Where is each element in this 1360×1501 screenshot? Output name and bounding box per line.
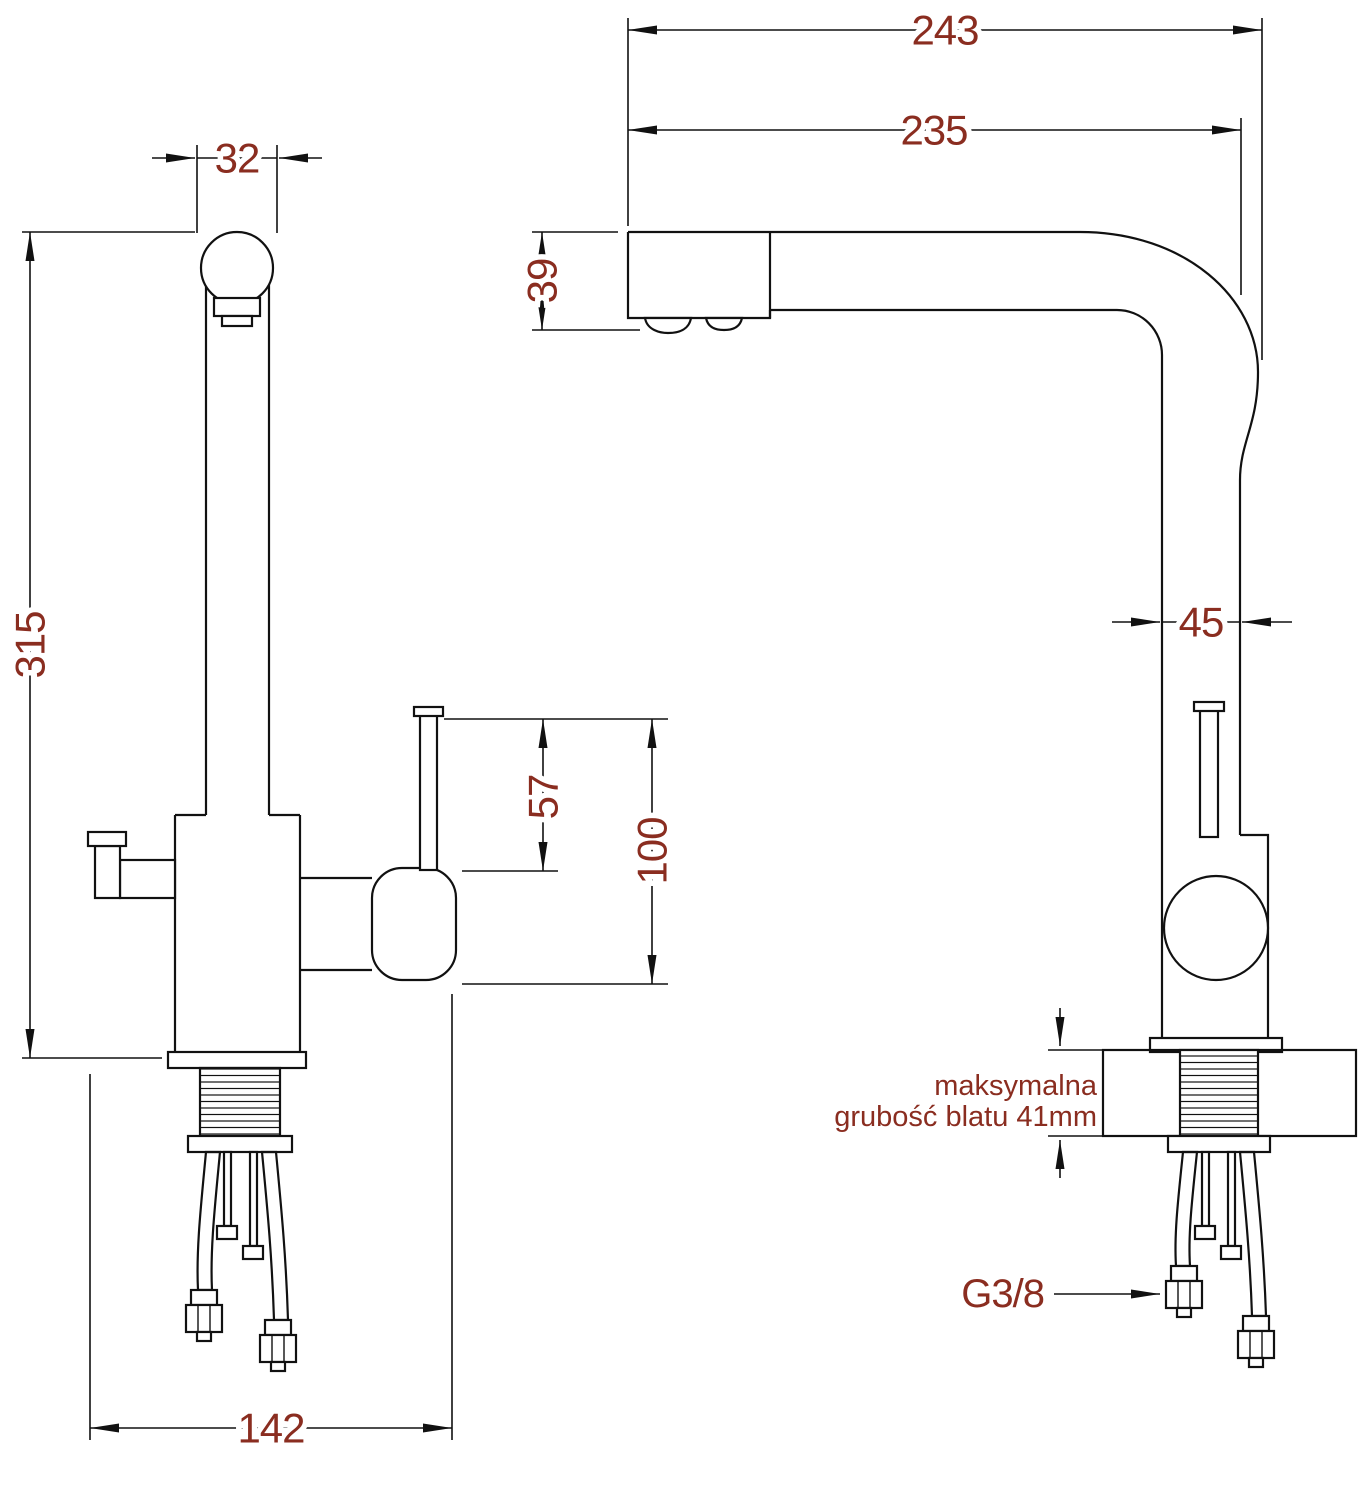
aerator-bump [704, 316, 744, 332]
aerator-tip [220, 314, 254, 328]
side-hoses [1164, 1150, 1276, 1369]
counter-note-line2: grubość blatu 41mm [834, 1101, 1097, 1133]
base-flange [166, 1050, 308, 1070]
left-lever-stem [93, 844, 122, 900]
washer [186, 1134, 294, 1154]
hose-fitting [189, 1288, 219, 1307]
washer [1166, 1134, 1272, 1154]
right-lever-stem [418, 713, 439, 872]
front-view: 32 315 57 100 142 [1, 129, 681, 1457]
hose-tip [195, 1330, 213, 1343]
dim-total-depth: 243 [627, 1, 1263, 360]
hose [1174, 1150, 1199, 1268]
dim-head-height: 39 [513, 231, 640, 331]
hose-fitting [1241, 1314, 1271, 1333]
side-joint-circle [1162, 874, 1270, 982]
counter-thickness-note: maksymalna grubość blatu 41mm [830, 1066, 1102, 1137]
hose-nut [1236, 1329, 1276, 1360]
dim-joint-height-label: 100 [629, 817, 676, 884]
left-lever-cap [86, 830, 128, 848]
hose-tip [1247, 1356, 1265, 1369]
aerator-collar [212, 296, 262, 318]
mounting-rod [248, 1150, 259, 1248]
hose-nut [258, 1333, 298, 1364]
dim-base-width: 142 [89, 994, 453, 1457]
dim-spout-depth: 235 [628, 101, 1242, 295]
spout-arm-outer [628, 230, 1260, 835]
spout-arm-inner [770, 308, 1164, 1038]
dim-lever-height-label: 57 [520, 775, 567, 820]
dim-spout-depth-label: 235 [900, 107, 967, 154]
spout-ball [199, 230, 275, 306]
hose [1238, 1150, 1268, 1318]
side-faucet-body [626, 230, 1358, 1178]
thread-label: G3/8 [961, 1272, 1044, 1316]
hose-tip [1175, 1306, 1193, 1319]
dim-base-width-label: 142 [237, 1405, 304, 1452]
mounting-rod-nut [215, 1224, 239, 1241]
dim-pipe-width-label: 45 [1179, 599, 1224, 646]
front-hoses [184, 1150, 298, 1373]
hose [196, 1150, 222, 1292]
mounting-rod-nut [1193, 1224, 1217, 1241]
spout-head [626, 232, 772, 320]
hose [260, 1150, 290, 1322]
dim-total-height: 315 [1, 231, 195, 1059]
side-lever-stem [1198, 708, 1220, 839]
aerator-bump [643, 316, 693, 335]
side-lever-cap [1192, 700, 1226, 713]
side-body-right [1240, 833, 1270, 1038]
side-view: 243 235 39 45 maksymalna grubość blatu 4… [513, 1, 1358, 1369]
hose-tip [269, 1360, 287, 1373]
left-lever-cylinder [118, 858, 177, 900]
mounting-rod-nut [241, 1244, 265, 1261]
hose-nut [184, 1303, 224, 1334]
dim-spout-width: 32 [152, 129, 322, 233]
mounting-rod [222, 1150, 233, 1228]
mounting-rod [1200, 1150, 1211, 1228]
dim-total-depth-label: 243 [911, 7, 978, 54]
hose-nut [1164, 1279, 1204, 1310]
right-joint [370, 866, 458, 982]
counter-note-line1: maksymalna [934, 1070, 1098, 1102]
right-lever-cap [412, 705, 445, 718]
dim-pipe-width: 45 [1112, 593, 1292, 651]
mounting-rod [1226, 1150, 1237, 1248]
dim-spout-width-label: 32 [215, 135, 260, 182]
front-faucet-body [86, 230, 458, 1154]
hose-fitting [263, 1318, 293, 1337]
hose-fitting [1169, 1264, 1199, 1283]
thread-callout: G3/8 [956, 1267, 1160, 1322]
mounting-rod-nut [1219, 1244, 1243, 1261]
dim-head-height-label: 39 [519, 259, 566, 304]
dim-lever-and-joint: 57 100 [444, 718, 681, 985]
dim-total-height-label: 315 [7, 611, 54, 678]
